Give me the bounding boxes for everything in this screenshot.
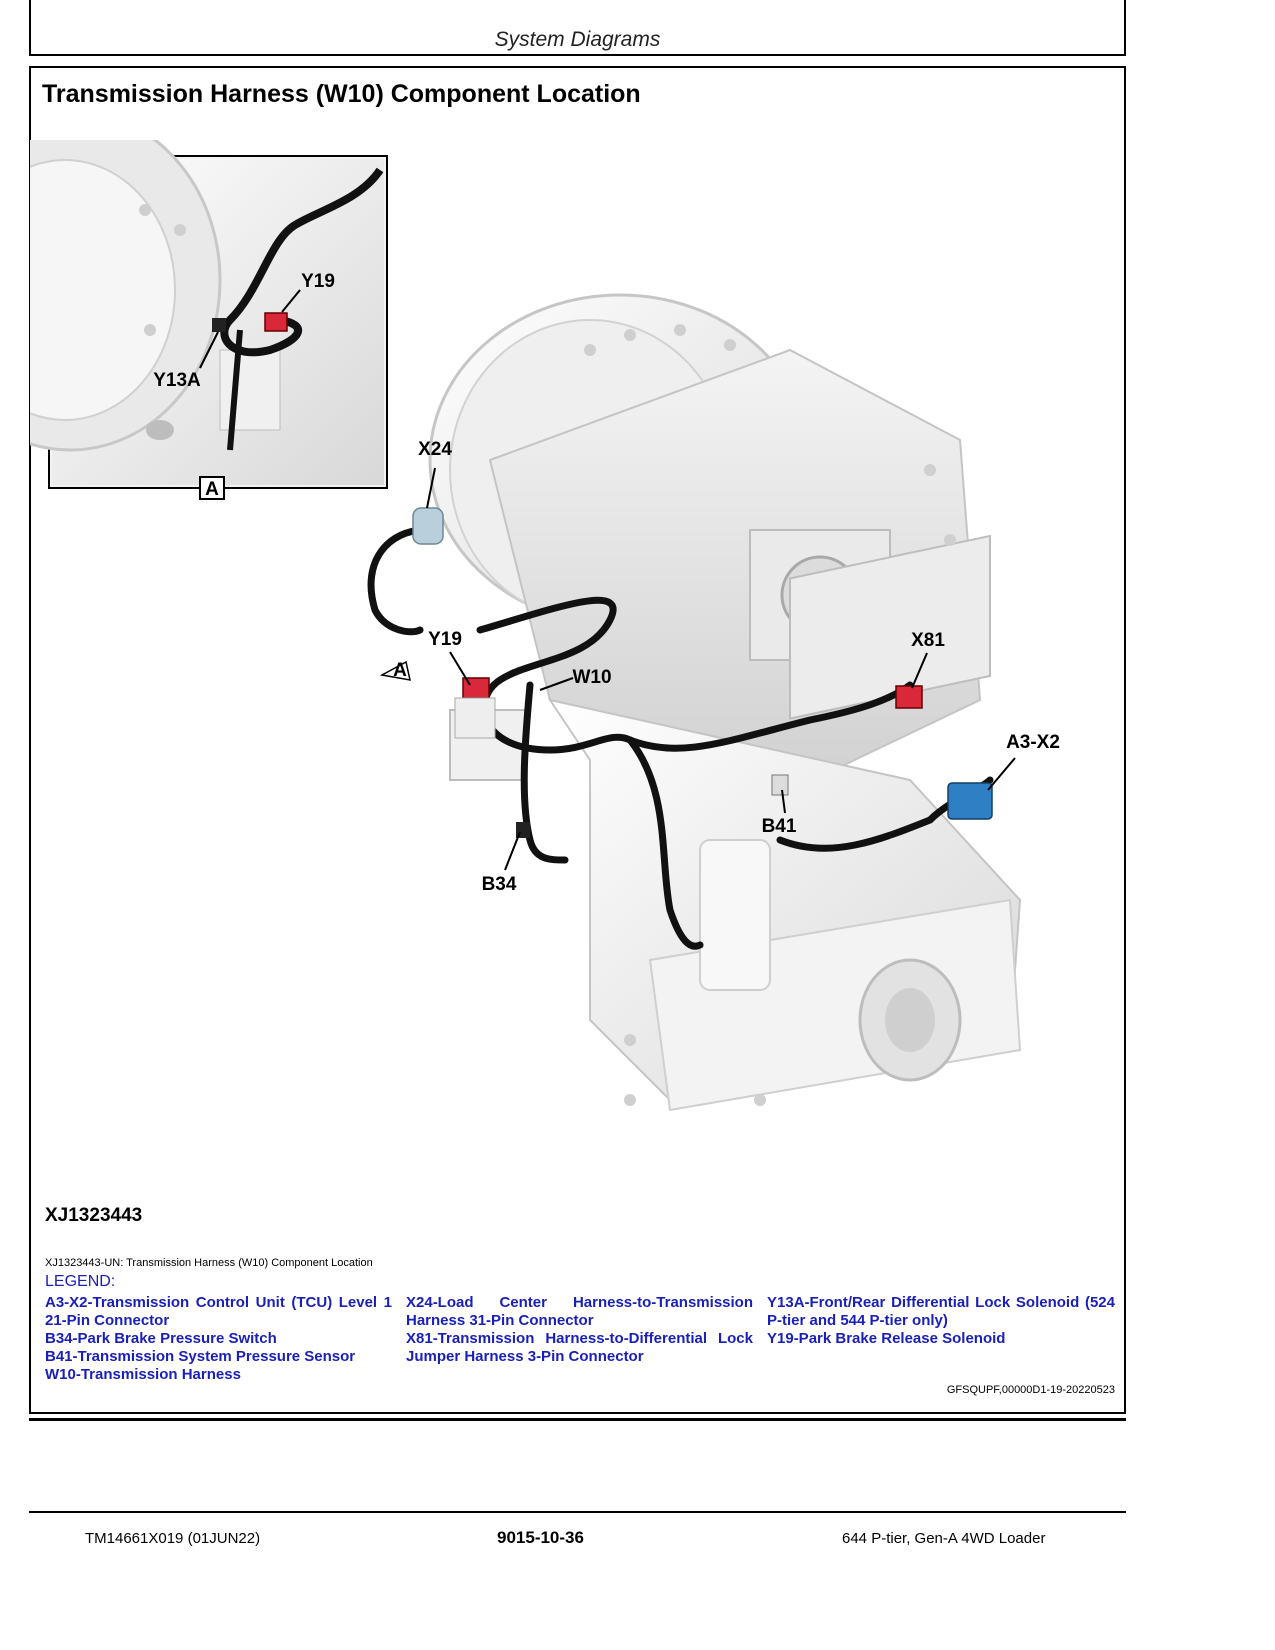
x81-connector — [895, 685, 923, 709]
frame-divider — [29, 1418, 1126, 1421]
legend-item: Y13A-Front/Rear Differential Lock Soleno… — [767, 1294, 1115, 1329]
leader-lines — [426, 467, 1016, 871]
y19-solenoid — [454, 697, 496, 739]
legend-column-1: A3-X2-Transmission Control Unit (TCU) Le… — [45, 1294, 392, 1384]
legend-item: X81-Transmission Harness-to-Differential… — [406, 1330, 753, 1365]
legend-item: A3-X2-Transmission Control Unit (TCU) Le… — [45, 1294, 392, 1329]
callout-y13a: Y13A — [153, 370, 201, 391]
callout-x81: X81 — [911, 630, 945, 651]
callout-x24: X24 — [418, 439, 452, 460]
x24-connector — [412, 507, 444, 545]
legend-heading: LEGEND: — [45, 1273, 116, 1290]
view-a-inset-label: A — [205, 479, 219, 500]
transmission-diagram: A Y19 Y13A — [30, 140, 1060, 1112]
figure-caption: XJ1323443-UN: Transmission Harness (W10)… — [45, 1257, 373, 1269]
inset-view-a: A Y19 Y13A — [30, 140, 388, 500]
legend-item: X24-Load Center Harness-to-Transmission … — [406, 1294, 753, 1329]
footer-manual-id: TM14661X019 (01JUN22) — [85, 1530, 261, 1547]
page-title: Transmission Harness (W10) Component Loc… — [42, 80, 641, 108]
figure-id: XJ1323443 — [45, 1205, 143, 1226]
footer-rule — [29, 1511, 1126, 1513]
document-code: GFSQUPF,00000D1-19-20220523 — [946, 1384, 1115, 1396]
legend-column-2: X24-Load Center Harness-to-Transmission … — [406, 1294, 753, 1366]
section-header: System Diagrams — [494, 28, 661, 51]
legend-item: W10-Transmission Harness — [45, 1366, 241, 1383]
header-box: System Diagrams — [29, 0, 1126, 56]
callout-y19-inset: Y19 — [301, 271, 335, 292]
callout-b34: B34 — [482, 874, 517, 895]
footer-page-number: 9015-10-36 — [497, 1528, 584, 1547]
legend-item: Y19-Park Brake Release Solenoid — [767, 1330, 1006, 1347]
footer-model: 644 P-tier, Gen-A 4WD Loader — [842, 1530, 1046, 1547]
transmission-body — [428, 293, 1022, 1112]
connectors — [412, 507, 993, 838]
legend-column-3: Y13A-Front/Rear Differential Lock Soleno… — [767, 1294, 1115, 1348]
callout-w10: W10 — [572, 667, 611, 688]
main-frame — [29, 66, 1126, 1414]
b41-sensor — [771, 774, 789, 796]
legend-item: B34-Park Brake Pressure Switch — [45, 1330, 277, 1347]
callout-b41: B41 — [762, 816, 797, 837]
callout-a3x2: A3-X2 — [1006, 732, 1060, 753]
view-a-main-label: A — [393, 660, 407, 681]
legend-item: B41-Transmission System Pressure Sensor — [45, 1348, 356, 1365]
callout-y19-main: Y19 — [428, 629, 462, 650]
a3x2-connector — [947, 782, 993, 820]
view-a-marker: A — [379, 660, 411, 681]
